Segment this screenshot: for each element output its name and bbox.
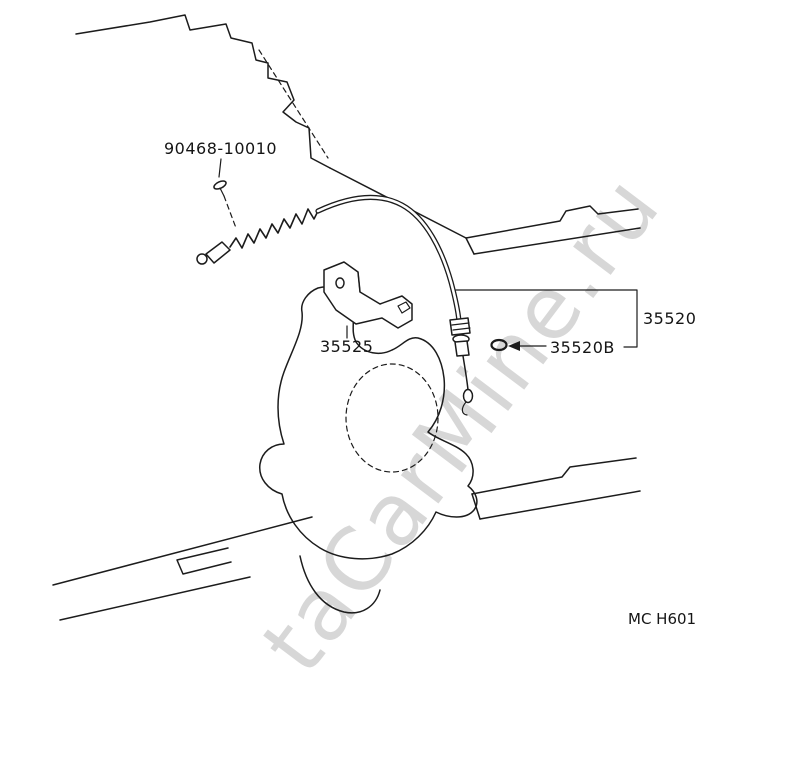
labels: 90468-10010 35525 35520 35520B MC H601 [164,139,696,628]
cable-end-hook-path [461,401,468,416]
bracket-notch-path [397,301,411,314]
label-bracket-part-number: 35525 [320,337,373,356]
leader-lines [218,158,638,351]
upper-right-panel-edge-path [465,237,475,255]
firewall-opening-hidden-circle [345,363,439,473]
cable-adjuster-block-path [449,317,471,336]
clip-shank-path [219,187,225,197]
lower-right-panel-top-path [471,457,637,495]
lower-left-step-path [176,547,232,575]
clip-label-leader [218,158,222,178]
bracket-fold-line-path [357,271,361,293]
clip-drawing [213,180,237,229]
lower-left-panel-top-path [52,516,313,586]
firewall-blob-path [259,286,478,560]
firewall-tongue-path [299,555,381,614]
lower-right-panel-bottom-path [479,490,641,520]
cable-drawing [196,194,474,416]
cable-housing-core-path [316,196,461,323]
cable-adjuster-threads-path [451,322,471,331]
oring-drawing [490,338,508,352]
bracket-drawing [323,261,413,329]
label-cable-part-number: 35520 [643,309,696,328]
cable-left-plug-path [205,241,231,264]
lower-left-panel-bottom-path [59,576,251,621]
label-oring-part-number: 35520B [550,338,615,357]
cable-left-tip-knob [196,253,208,265]
label-diagram-code: MC H601 [628,610,696,628]
bracket-outline-path [323,261,413,329]
bracket-hole [335,277,345,289]
cable-inner-rod-path [462,355,469,391]
oring-shape [490,338,508,352]
clip-head [213,180,227,190]
cable-lower-barrel-path [454,340,470,357]
cowl-outline-path [75,14,331,169]
upper-right-panel-bottom-path [473,227,641,255]
cable-label-leader [455,289,638,348]
cowl-hidden-edge-path [258,49,329,159]
cable-end-tip [462,388,474,404]
label-clip-part-number: 90468-10010 [164,139,277,158]
cable-spring-coil-path [229,208,319,249]
oring-leader-arrowhead [508,341,520,351]
clip-install-hidden-line [223,195,237,229]
upper-right-panel-top-path [465,205,639,239]
